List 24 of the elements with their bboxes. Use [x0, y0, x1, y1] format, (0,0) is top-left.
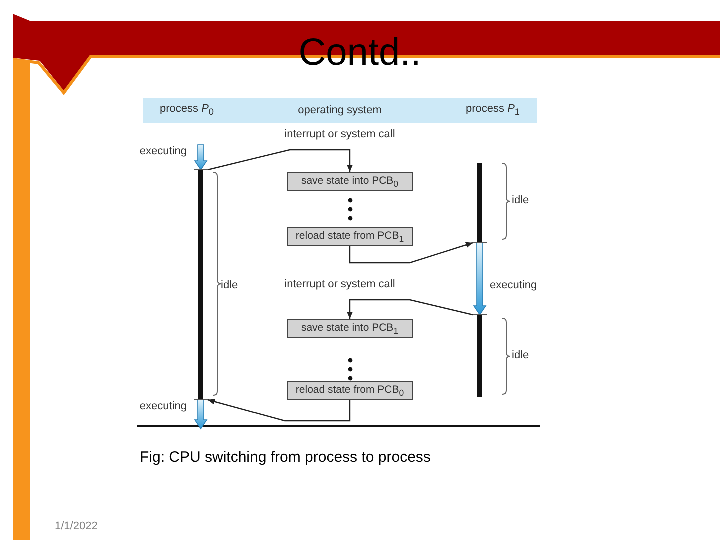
arrow	[349, 242, 474, 264]
arrow	[208, 149, 353, 172]
arrow	[347, 299, 474, 319]
state-label: idle	[512, 194, 530, 208]
timeline-bar	[473, 163, 487, 397]
step-box: save state into PCB$_{1}$	[287, 319, 413, 338]
column-heading: process P$_{0}$	[160, 102, 214, 119]
state-label: idle	[512, 350, 530, 362]
figure-caption: Fig: CPU switching from process to process	[140, 449, 431, 467]
header-band	[143, 98, 537, 123]
column-heading: operating system	[298, 104, 382, 117]
edge-label: interrupt or system call	[282, 128, 398, 142]
step-box: reload state from PCB$_{1}$	[287, 227, 413, 246]
step-box: reload state from PCB$_{0}$	[287, 381, 413, 400]
timeline-bar	[194, 145, 208, 429]
edge-label: interrupt or system call	[282, 278, 398, 292]
step-box: save state into PCB$_{0}$	[287, 172, 413, 191]
column-heading: process P$_{1}$	[466, 102, 520, 119]
date-text: 1/1/2022	[55, 520, 98, 534]
state-label: idle	[221, 280, 238, 292]
arrow	[208, 398, 351, 422]
state-label: executing	[140, 146, 187, 158]
state-label: executing	[140, 400, 187, 414]
state-label: executing	[490, 280, 538, 292]
